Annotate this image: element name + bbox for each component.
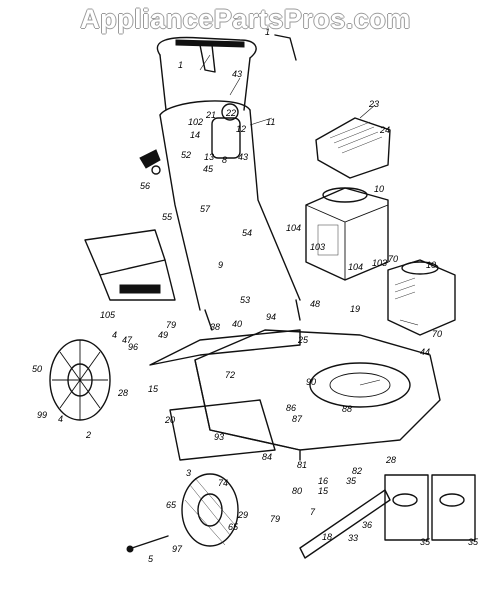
callout-leaders	[199, 54, 419, 386]
callout: 14	[190, 130, 200, 140]
callout: 94	[266, 312, 276, 322]
discharge-chute	[84, 229, 176, 301]
callout: 15	[148, 384, 159, 394]
callout: 102	[188, 117, 203, 127]
callout: 79	[166, 320, 176, 330]
callout: 1	[178, 60, 183, 70]
callout: 50	[32, 364, 42, 374]
callout: 54	[242, 228, 252, 238]
mower-deck	[194, 329, 441, 461]
callout: 56	[140, 181, 150, 191]
callout: 45	[203, 164, 214, 174]
callout: 1	[265, 27, 270, 37]
callout: 13	[204, 152, 214, 162]
callout: 86	[286, 403, 296, 413]
callout: 43	[238, 152, 248, 162]
callout: 18	[322, 532, 332, 542]
callout: 55	[162, 212, 173, 222]
callout: 84	[262, 452, 272, 462]
callout: 79	[270, 514, 280, 524]
callout: 96	[128, 342, 138, 352]
callout: 8	[222, 155, 227, 165]
callout: 35	[420, 537, 431, 547]
callout: 29	[237, 510, 248, 520]
callout: 11	[266, 117, 275, 127]
callout: 2	[85, 430, 91, 440]
callout: 4	[112, 330, 117, 340]
callout: 7	[310, 507, 316, 517]
callout: 90	[306, 377, 316, 387]
callout: 43	[232, 69, 242, 79]
wheel-rear	[49, 339, 111, 421]
throttle-control	[211, 103, 241, 159]
engine-main	[305, 187, 389, 281]
callout: 52	[181, 150, 191, 160]
callout: 21	[205, 110, 216, 120]
site-watermark: AppliancePartsPros.com	[80, 4, 411, 34]
upper-handle	[156, 36, 257, 111]
callout: 72	[225, 370, 235, 380]
callout: 70	[388, 254, 398, 264]
lower-handle	[159, 100, 301, 331]
callout: 65	[228, 522, 239, 532]
callout: 19	[350, 304, 360, 314]
callout: 104	[286, 223, 301, 233]
callout: 104	[348, 262, 363, 272]
callout: 9	[218, 260, 223, 270]
blade-adapter-set	[384, 474, 476, 541]
callout: 36	[362, 520, 372, 530]
callout: 81	[297, 460, 307, 470]
callout: 80	[292, 486, 302, 496]
callout: 57	[200, 204, 211, 214]
callout: 28	[117, 388, 128, 398]
callout: 93	[214, 432, 224, 442]
callout: 33	[348, 533, 358, 543]
control-bail	[199, 34, 297, 73]
callout: 82	[352, 466, 362, 476]
callout: 97	[172, 544, 183, 554]
callout: 49	[158, 330, 168, 340]
callout: 103	[310, 242, 325, 252]
callout: 35	[346, 476, 357, 486]
callout: 38	[210, 322, 220, 332]
callout: 28	[385, 455, 396, 465]
callout: 12	[236, 124, 246, 134]
callout: 40	[232, 319, 242, 329]
callout: 35	[468, 537, 479, 547]
callout: 20	[164, 415, 175, 425]
callout: 47	[122, 335, 133, 345]
wheel-front	[181, 473, 239, 547]
callout: 48	[310, 299, 320, 309]
blade	[299, 489, 391, 559]
wheel-bolt	[126, 535, 169, 553]
callout: 70	[432, 329, 442, 339]
callout: 24	[379, 125, 390, 135]
handle-knob	[139, 149, 161, 175]
engine-shroud	[315, 117, 391, 179]
callout: 87	[292, 414, 303, 424]
callout: 5	[148, 554, 154, 564]
callout: 15	[318, 486, 329, 496]
callout: 105	[100, 310, 116, 320]
callout: 10	[426, 260, 436, 270]
engine-alternate	[387, 259, 456, 336]
callout: 22	[225, 108, 236, 118]
callout: 99	[37, 410, 47, 420]
callout: 23	[368, 99, 379, 109]
callout: 65	[166, 500, 177, 510]
callout: 16	[318, 476, 328, 486]
callout: 103	[372, 258, 387, 268]
callout: 3	[186, 468, 191, 478]
callout: 10	[374, 184, 384, 194]
rear-deflector	[149, 329, 301, 461]
callout: 44	[420, 347, 430, 357]
callout: 74	[218, 478, 228, 488]
callout: 53	[240, 295, 250, 305]
callout: 25	[297, 335, 309, 345]
callout: 88	[342, 404, 352, 414]
callout: 4	[58, 414, 63, 424]
